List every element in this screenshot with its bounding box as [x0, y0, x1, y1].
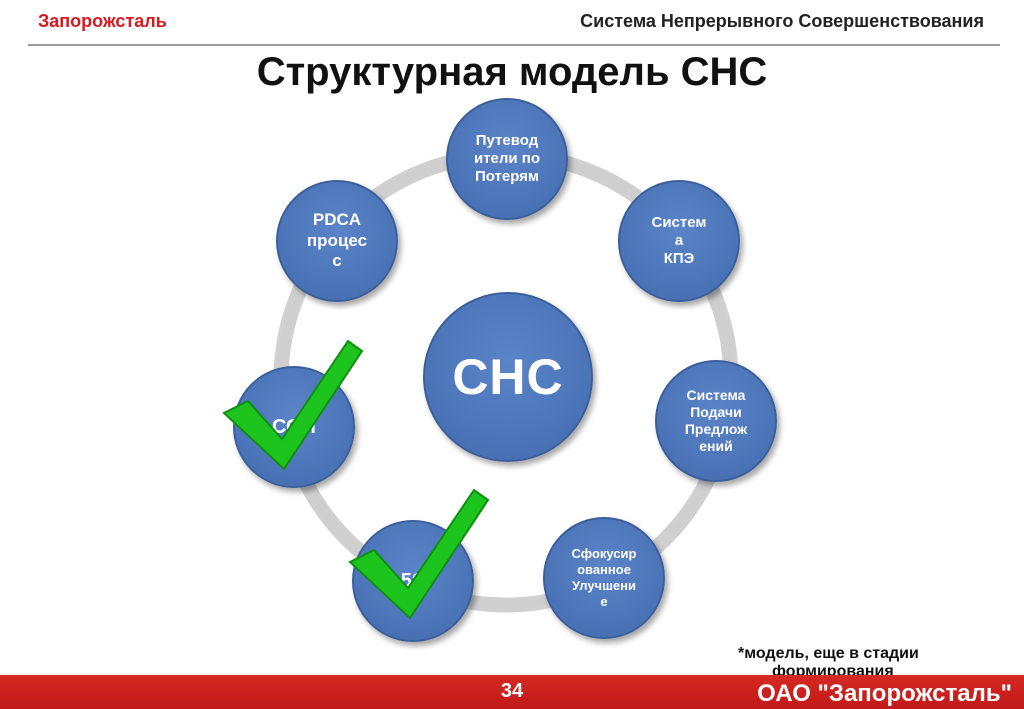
header-divider — [28, 44, 1000, 46]
node-kpi-system: Систем а КПЭ — [618, 180, 740, 302]
node-label: Система Подачи Предлож ений — [684, 386, 748, 455]
header-system-title: Система Непрерывного Совершенствования — [580, 11, 984, 31]
center-node: СНС — [423, 292, 593, 462]
node-loss-guides: Путевод ители по Потерям — [446, 98, 568, 220]
node-suggestion-system: Система Подачи Предлож ений — [655, 360, 777, 482]
node-label: Систем а КПЭ — [651, 213, 707, 268]
note-line-1: *модель, еще в стадии — [738, 645, 919, 662]
footer-bar — [0, 675, 1024, 709]
node-label: PDCA процес с — [306, 209, 368, 271]
page-number: 34 — [500, 680, 524, 702]
checkmark-icon — [222, 339, 364, 471]
page-title: Структурная модель СНС — [256, 50, 768, 94]
checkmark-icon — [348, 488, 490, 620]
footer-company: ОАО "Запорожсталь" — [757, 680, 1012, 707]
center-label: СНС — [452, 348, 564, 405]
node-label: Сфокусир ованное Улучшени е — [571, 546, 637, 609]
node-label: Путевод ители по Потерям — [473, 131, 541, 186]
node-pdca: PDCA процес с — [276, 180, 398, 302]
node-focused-improvement: Сфокусир ованное Улучшени е — [543, 517, 665, 639]
header-company: Запорожсталь — [38, 11, 167, 31]
